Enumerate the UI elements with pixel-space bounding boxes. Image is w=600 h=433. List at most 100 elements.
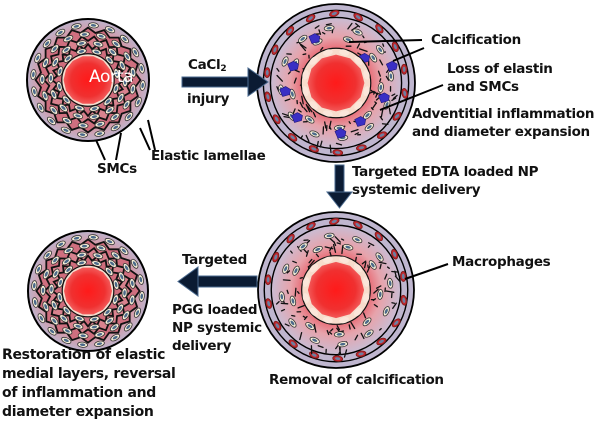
endothelial-cell [353, 307, 363, 317]
fragmented-elastin [324, 121, 327, 129]
fragmented-elastin [299, 44, 307, 52]
smc-cell [137, 274, 144, 285]
smc-cell [312, 245, 323, 254]
fragmented-elastin [392, 94, 398, 100]
fragmented-elastin [305, 134, 310, 143]
smc-cell [34, 52, 42, 64]
fragmented-elastin [366, 264, 372, 273]
fragmented-elastin [358, 48, 368, 53]
smc-cell [42, 301, 50, 312]
macrophage-cell [375, 23, 384, 34]
macrophage-cell [400, 271, 407, 282]
fragmented-elastin [385, 290, 395, 293]
endothelial-cell [363, 86, 370, 97]
smc-cell [92, 252, 104, 260]
smc-cell [71, 235, 82, 242]
cacl2-main: CaCl [188, 57, 221, 73]
smc-cell [118, 60, 126, 71]
fragmented-elastin [362, 35, 365, 39]
macrophage-cell [376, 131, 388, 139]
calcification-deposit [354, 116, 367, 127]
fragmented-elastin [296, 291, 300, 295]
smc-cell [323, 25, 335, 32]
smc-cell [333, 331, 345, 338]
smc-cell [37, 313, 46, 324]
smc-cell [88, 22, 99, 29]
smc-cell [72, 322, 84, 330]
fragmented-elastin [334, 236, 341, 243]
fragmented-elastin [379, 327, 382, 331]
smc-cell [289, 88, 296, 100]
fragmented-elastin [317, 345, 324, 349]
pointer-lines [95, 39, 449, 280]
smc-cell [47, 72, 54, 84]
smc-cell [133, 307, 141, 318]
fragmented-elastin [391, 97, 397, 102]
fragmented-elastin [303, 107, 308, 113]
arrow-edta-icon [325, 164, 354, 209]
restoration-caption-line1: Restoration of elastic [2, 347, 166, 363]
fragmented-elastin [384, 273, 388, 280]
fragmented-elastin [303, 248, 308, 254]
smc-cell [42, 57, 50, 68]
smc-cell [43, 250, 52, 260]
macrophage-cell [273, 320, 282, 331]
fragmented-elastin [312, 111, 317, 118]
smc-cell [50, 300, 58, 311]
macrophage-cell [264, 91, 272, 103]
smc-cell [119, 246, 129, 255]
macrophage-cell [355, 350, 367, 358]
fragmented-elastin [281, 113, 289, 117]
smc-cell [95, 244, 107, 252]
fragmented-elastin [388, 107, 391, 115]
fragmented-elastin [336, 325, 341, 331]
fragmented-elastin [276, 74, 284, 82]
smc-cell [124, 322, 133, 332]
smc-cell [297, 34, 308, 43]
endothelial-cell [354, 101, 363, 110]
fragmented-elastin [291, 314, 296, 317]
injured-aorta-diagram [256, 3, 416, 163]
fragmented-elastin [375, 92, 379, 98]
smc-cell [387, 277, 394, 289]
smc-cell [104, 26, 116, 34]
endothelial-cell [362, 277, 370, 287]
smc-cell [281, 56, 289, 67]
smc-cell [369, 52, 378, 63]
fragmented-elastin [305, 250, 309, 257]
fragmented-elastin [340, 238, 345, 241]
smc-cell [89, 315, 100, 323]
fragmented-elastin [373, 288, 379, 294]
smc-cell [352, 28, 363, 36]
fragmented-elastin [284, 98, 291, 102]
macrophage-cell [356, 144, 367, 152]
pgg-delivery-label-line3: delivery [172, 338, 232, 354]
fragmented-elastin [355, 22, 361, 28]
smc-cell [47, 327, 57, 336]
macrophage-cell [391, 318, 401, 328]
fragmented-elastin [313, 323, 317, 333]
fragmented-elastin [330, 328, 334, 332]
fragmented-elastin [379, 263, 382, 270]
fragmented-elastin [341, 245, 344, 255]
macrophage-cell [391, 249, 399, 260]
smc-cell [377, 82, 384, 93]
lumen [307, 261, 365, 319]
smc-cell [116, 92, 125, 103]
smc-cell [94, 331, 105, 338]
smc-cell [56, 66, 64, 77]
fragmented-elastin [276, 67, 280, 72]
fragmented-elastin [328, 237, 336, 244]
smc-cell [122, 263, 131, 273]
fragmented-elastin [347, 22, 353, 30]
arrow-pgg-icon [177, 266, 258, 297]
fragmented-elastin [373, 91, 376, 95]
fragmented-elastin [371, 102, 377, 110]
diameter-expansion-label: and diameter expansion [412, 124, 590, 140]
smc-cell [39, 73, 46, 85]
fragmented-elastin [315, 253, 320, 258]
fragmented-elastin [379, 78, 382, 83]
smc-cell [76, 40, 87, 47]
smc-cell [72, 112, 84, 120]
lumen [307, 54, 365, 112]
